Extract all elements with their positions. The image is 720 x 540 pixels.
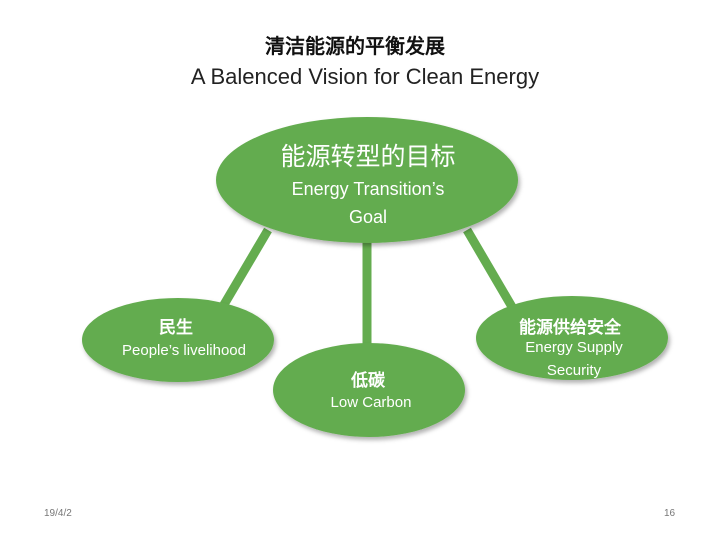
goal-label-en-2: Goal xyxy=(348,207,388,227)
supply-security-label-en-2: Security xyxy=(546,362,602,379)
goal-label-en-1: Energy Transition’s xyxy=(291,179,445,199)
title-chinese: 清洁能源的平衡发展 xyxy=(265,36,445,58)
low-carbon-ellipse xyxy=(273,343,465,437)
slide-page-number: 16 xyxy=(664,508,676,519)
livelihood-ellipse xyxy=(82,298,274,382)
livelihood-label-en: People’s livelihood xyxy=(122,342,246,359)
low-carbon-label-en: Low Carbon xyxy=(330,394,412,411)
goal-ellipse xyxy=(216,117,518,243)
slide-date: 19/4/2 xyxy=(44,508,72,519)
supply-security-ellipse xyxy=(476,296,668,380)
low-carbon-label-cn: 低碳 xyxy=(351,371,385,390)
livelihood-label-cn: 民生 xyxy=(159,318,193,337)
supply-security-label-en-1: Energy Supply xyxy=(525,339,623,356)
title-english: A Balenced Vision for Clean Energy xyxy=(190,64,540,89)
goal-label-cn: 能源转型的目标 xyxy=(280,143,456,171)
connector-right xyxy=(463,227,519,315)
connector-left xyxy=(218,227,272,311)
supply-security-label-cn: 能源供给安全 xyxy=(519,318,621,337)
